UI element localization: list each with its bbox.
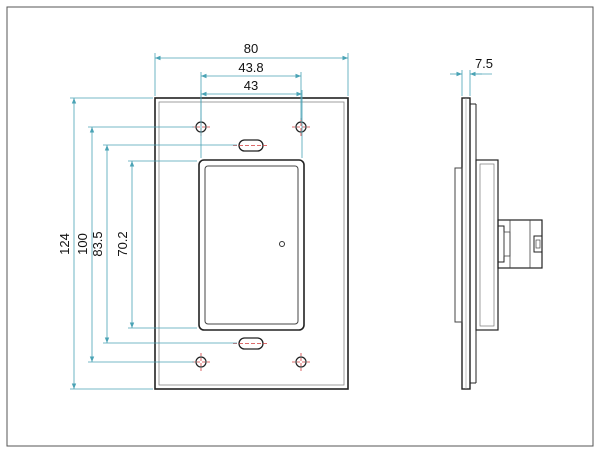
rocker-switch — [204, 165, 299, 325]
dim-label-hole-spacing-horizontal: 43.8 — [238, 60, 263, 75]
dimension-opening-width: 43 — [200, 78, 303, 158]
wall-plate-inner-edge — [158, 101, 345, 386]
side-view: 7.5 — [450, 56, 543, 390]
front-view: 80 43.8 43 124 100 — [57, 41, 349, 390]
terminal-block — [497, 219, 543, 269]
mounting-hole-bottom-right — [292, 353, 310, 371]
drawing-border — [6, 6, 594, 447]
dimension-thickness: 7.5 — [450, 56, 493, 96]
dim-label-overall-width: 80 — [244, 41, 258, 56]
dimension-hole-spacing-vertical: 100 — [75, 126, 194, 363]
top-slot — [233, 139, 269, 152]
dimension-overall-height: 124 — [57, 97, 153, 390]
dim-label-thickness: 7.5 — [475, 56, 493, 71]
mounting-hole-top-right — [292, 118, 310, 136]
dimension-opening-height: 70.2 — [115, 160, 197, 329]
bottom-slot — [233, 337, 269, 350]
dim-label-overall-height: 124 — [57, 233, 72, 255]
wall-plate-outline — [154, 97, 349, 390]
device-opening — [198, 159, 305, 331]
device-body-profile — [475, 159, 499, 331]
dimension-slot-spacing: 83.5 — [90, 144, 237, 344]
dim-label-opening-height: 70.2 — [115, 231, 130, 256]
dimension-overall-width: 80 — [154, 41, 349, 96]
dim-label-opening-width: 43 — [244, 78, 258, 93]
indicator-dot — [279, 241, 285, 247]
mounting-hole-bottom-left — [192, 353, 210, 371]
dim-label-hole-spacing-vertical: 100 — [75, 233, 90, 255]
dim-label-slot-spacing: 83.5 — [90, 231, 105, 256]
